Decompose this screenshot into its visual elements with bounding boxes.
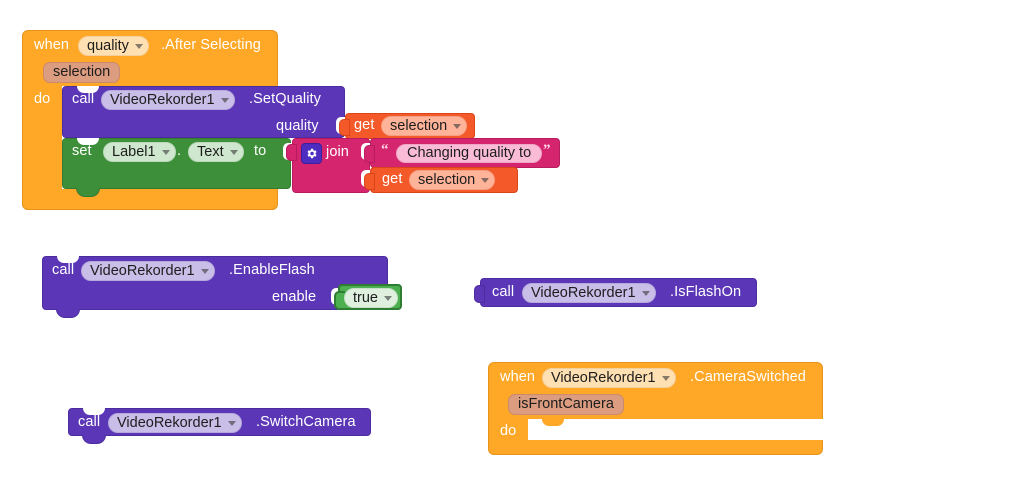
event-when-keyword: when (34, 37, 70, 53)
camera-switched-event-label: .CameraSwitched (690, 369, 806, 385)
logic-true-value: true (353, 290, 378, 306)
camera-switched-when-keyword: when (500, 369, 536, 385)
enableflash-component-dropdown[interactable]: VideoRekorder1 (81, 261, 215, 281)
logic-true-dropdown[interactable]: true (344, 288, 398, 308)
event-component-dropdown[interactable]: quality (78, 36, 149, 56)
camera-switched-do-label: do (500, 423, 517, 439)
event-bottom-bar (22, 189, 278, 210)
get-selection-2-variable: selection (418, 172, 476, 188)
get-selection-2-plug (364, 173, 375, 190)
text-string-field[interactable]: Changing quality to (396, 144, 543, 163)
setquality-call-keyword: call (72, 91, 95, 107)
set-quality-top-notch (77, 86, 99, 93)
isflashon-method-label: .IsFlashOn (670, 284, 742, 300)
camera-switched-parameter[interactable]: isFrontCamera (508, 394, 624, 415)
event-name-label: .After Selecting (161, 37, 261, 53)
get-selection-2-keyword: get (382, 171, 403, 187)
enableflash-method-label: .EnableFlash (229, 262, 315, 278)
chevron-down-icon (161, 149, 170, 155)
chevron-down-icon (384, 295, 392, 301)
chevron-down-icon (661, 375, 670, 381)
switchcamera-method-label: .SwitchCamera (256, 414, 356, 430)
setquality-method-label: .SetQuality (249, 91, 322, 107)
chevron-down-icon (641, 290, 650, 296)
get-selection-1-keyword: get (354, 117, 375, 133)
setquality-arg-label: quality (276, 118, 319, 134)
camera-switched-do-mouth-notch (542, 419, 564, 426)
camera-switched-do-mouth (528, 419, 824, 440)
event-component-label: quality (87, 38, 129, 54)
get-selection-1-dropdown[interactable]: selection (381, 116, 468, 136)
setquality-component-dropdown[interactable]: VideoRekorder1 (101, 90, 235, 110)
event-do-label: do (34, 91, 51, 107)
camera-switched-parameter-label: isFrontCamera (518, 396, 614, 412)
setlabel-component-dropdown[interactable]: Label1 (103, 142, 176, 162)
get-selection-1-plug (339, 119, 350, 136)
chevron-down-icon (220, 97, 229, 103)
isflashon-call-keyword: call (492, 284, 515, 300)
setlabel-component-label: Label1 (112, 144, 156, 160)
isflashon-component-label: VideoRekorder1 (531, 285, 636, 301)
isflashon-left-plug (474, 285, 485, 303)
enableflash-bottom-tab (56, 309, 80, 318)
join-label: join (326, 144, 349, 160)
switchcamera-top-notch (83, 408, 105, 415)
text-string-value: Changing quality to (407, 145, 532, 161)
setlabel-set-keyword: set (72, 143, 92, 159)
setlabel-property-dropdown[interactable]: Text (188, 142, 244, 162)
setlabel-to-label: to (254, 143, 267, 159)
setquality-component-label: VideoRekorder1 (110, 92, 215, 108)
set-label-top-notch (77, 138, 99, 145)
setlabel-dot: . (177, 143, 182, 159)
open-quote: “ (381, 142, 389, 158)
join-left-plug (286, 144, 297, 161)
event-parameter-selection[interactable]: selection (43, 62, 121, 83)
switchcamera-component-label: VideoRekorder1 (117, 415, 222, 431)
camera-switched-component-dropdown[interactable]: VideoRekorder1 (542, 368, 676, 388)
text-string-plug (364, 145, 375, 163)
close-quote: ” (543, 142, 551, 158)
get-selection-2-dropdown[interactable]: selection (409, 170, 496, 190)
switchcamera-bottom-tab (82, 435, 106, 444)
isflashon-component-dropdown[interactable]: VideoRekorder1 (522, 283, 656, 303)
chevron-down-icon (134, 43, 143, 49)
get-selection-1-variable: selection (390, 118, 448, 134)
gear-icon[interactable] (301, 143, 322, 164)
block-set-label-text[interactable] (62, 138, 291, 189)
switchcamera-call-keyword: call (78, 414, 101, 430)
enableflash-call-keyword: call (52, 262, 75, 278)
event-parameter-label: selection (53, 64, 111, 80)
enableflash-arg-label: enable (272, 289, 317, 305)
chevron-down-icon (481, 177, 490, 183)
chevron-down-icon (453, 123, 462, 129)
switchcamera-component-dropdown[interactable]: VideoRekorder1 (108, 413, 242, 433)
camera-switched-component-label: VideoRekorder1 (551, 370, 656, 386)
chevron-down-icon (227, 420, 236, 426)
logic-true-plug (334, 291, 345, 310)
setlabel-property-label: Text (197, 144, 224, 160)
chevron-down-icon (229, 149, 238, 155)
enableflash-component-label: VideoRekorder1 (90, 263, 195, 279)
chevron-down-icon (200, 268, 209, 274)
enableflash-top-notch (57, 256, 79, 263)
